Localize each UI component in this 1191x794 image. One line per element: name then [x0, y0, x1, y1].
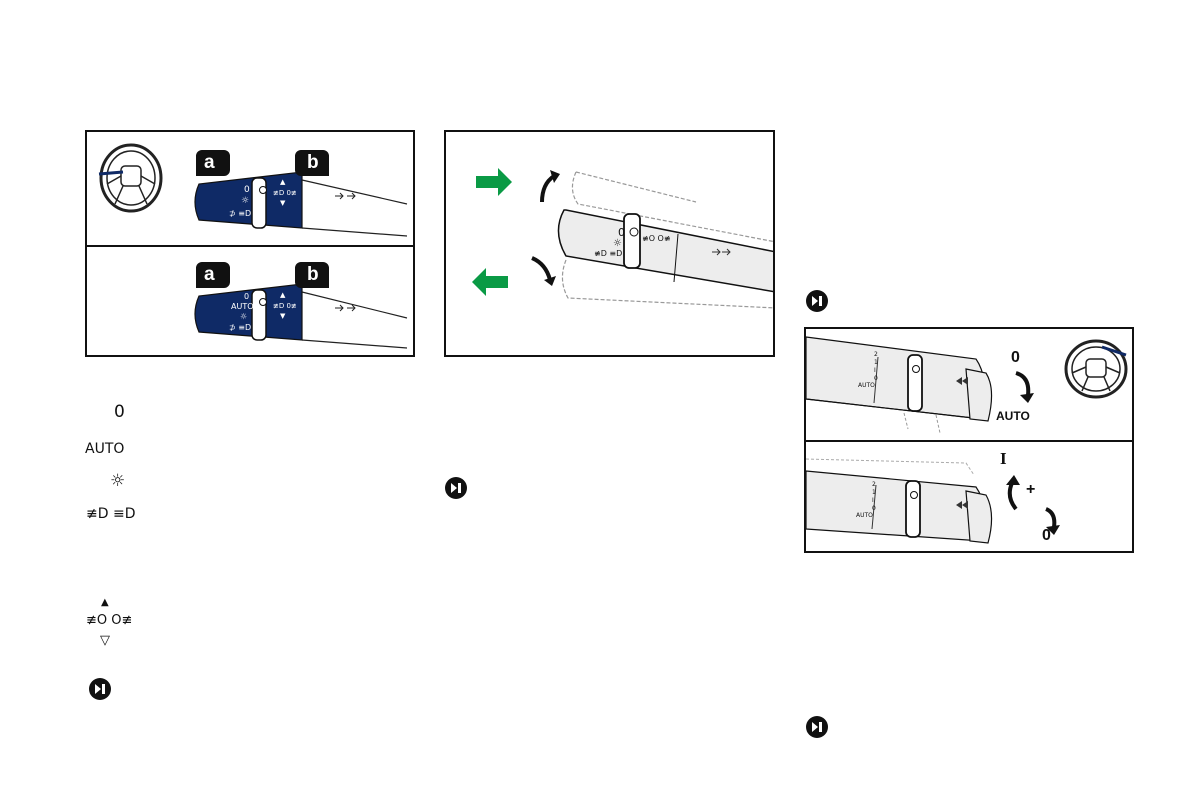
next-page-icon[interactable]: [444, 476, 468, 500]
stalk-movement-drawing: [472, 168, 773, 309]
wiper-bottom-scale-auto: AUTO: [856, 512, 873, 519]
ring-top-beams: ⊅ ≡D: [229, 209, 252, 218]
wiper-bottom-scale-i: I: [872, 497, 874, 504]
figure-divider: [806, 440, 1132, 442]
legend-fog-symbol: ≢O O≢: [86, 613, 133, 628]
lighting-stalk-figure: a b 0 ☼ ⊅ ≡D ▲ ≢D 0≢ ▼ a b 0 AUTO ☼ ⊅ ≡D…: [85, 130, 415, 357]
wiper-top-scale-2: 2: [874, 351, 878, 358]
callout-a-top: a: [204, 152, 215, 173]
fog-top-up: ▲: [280, 178, 286, 186]
ring-top-sidelights: ☼: [241, 196, 250, 206]
fog-bottom-up: ▲: [280, 291, 286, 299]
fog-bottom-down: ▼: [280, 312, 286, 320]
ring-bottom-auto: AUTO: [231, 302, 254, 311]
wiper-bottom-scale-2: 2: [872, 481, 876, 488]
wiper-bottom-single: I: [1000, 449, 1007, 468]
wiper-stalk-figure: 0 AUTO 2 1 I 0 AUTO I + 0 2 1 I 0 AUTO: [804, 327, 1134, 553]
lighting-stalk-bottom: [194, 262, 408, 349]
stalk-fog-mark: ≢O O≢: [642, 234, 671, 243]
wiper-top-scale-0: 0: [874, 375, 878, 382]
next-page-icon[interactable]: [88, 677, 112, 701]
callout-a-bottom: a: [204, 264, 215, 285]
wiper-top-scale-i: I: [874, 367, 876, 374]
wiper-bottom-scale-0: 0: [872, 505, 876, 512]
wiper-bottom-scale-1: 1: [872, 489, 876, 496]
ring-bottom-beams: ⊅ ≡D: [229, 323, 252, 332]
callout-b-top: b: [307, 152, 319, 173]
legend-fog-up-symbol: ▲: [101, 597, 109, 608]
figure-divider: [87, 245, 413, 247]
ring-bottom-sidelights: ☼: [240, 312, 248, 321]
wiper-top-scale-1: 1: [874, 359, 878, 366]
next-page-icon[interactable]: [805, 715, 829, 739]
next-page-icon[interactable]: [805, 289, 829, 313]
stalk-sidelights-mark: ☼: [613, 238, 622, 249]
legend-off-symbol: 0: [114, 402, 125, 422]
wiper-stalk-bottom: [806, 458, 1060, 544]
wiper-top-off: 0: [1011, 349, 1020, 366]
legend-sidelights-symbol: ☼: [110, 471, 126, 491]
ring-top-off: 0: [244, 185, 250, 195]
fog-top: ≢D 0≢: [273, 189, 297, 197]
wiper-top-scale-auto: AUTO: [858, 382, 875, 389]
wiper-top-auto: AUTO: [996, 409, 1030, 423]
callout-b-bottom: b: [307, 264, 319, 285]
fog-top-down: ▼: [280, 199, 286, 207]
wiper-stalk-top: [806, 336, 1128, 434]
wiper-bottom-off: 0: [1042, 527, 1051, 544]
wiper-bottom-plus: +: [1026, 481, 1036, 498]
legend-fog-down-symbol: ▽: [100, 633, 110, 648]
stalk-movement-figure: 0 ☼ ≢D ≡D ≢O O≢: [444, 130, 775, 357]
legend-beams-symbol: ≢D ≡D: [86, 506, 136, 522]
steering-wheel-icon: [98, 143, 163, 213]
stalk-beams-mark: ≢D ≡D: [594, 249, 623, 258]
lighting-stalk-top: [194, 150, 408, 237]
stalk-off-mark: 0: [618, 226, 625, 239]
legend-auto-symbol: AUTO: [85, 441, 125, 457]
fog-bottom: ≢D 0≢: [273, 302, 297, 310]
ring-bottom-off: 0: [244, 292, 250, 301]
